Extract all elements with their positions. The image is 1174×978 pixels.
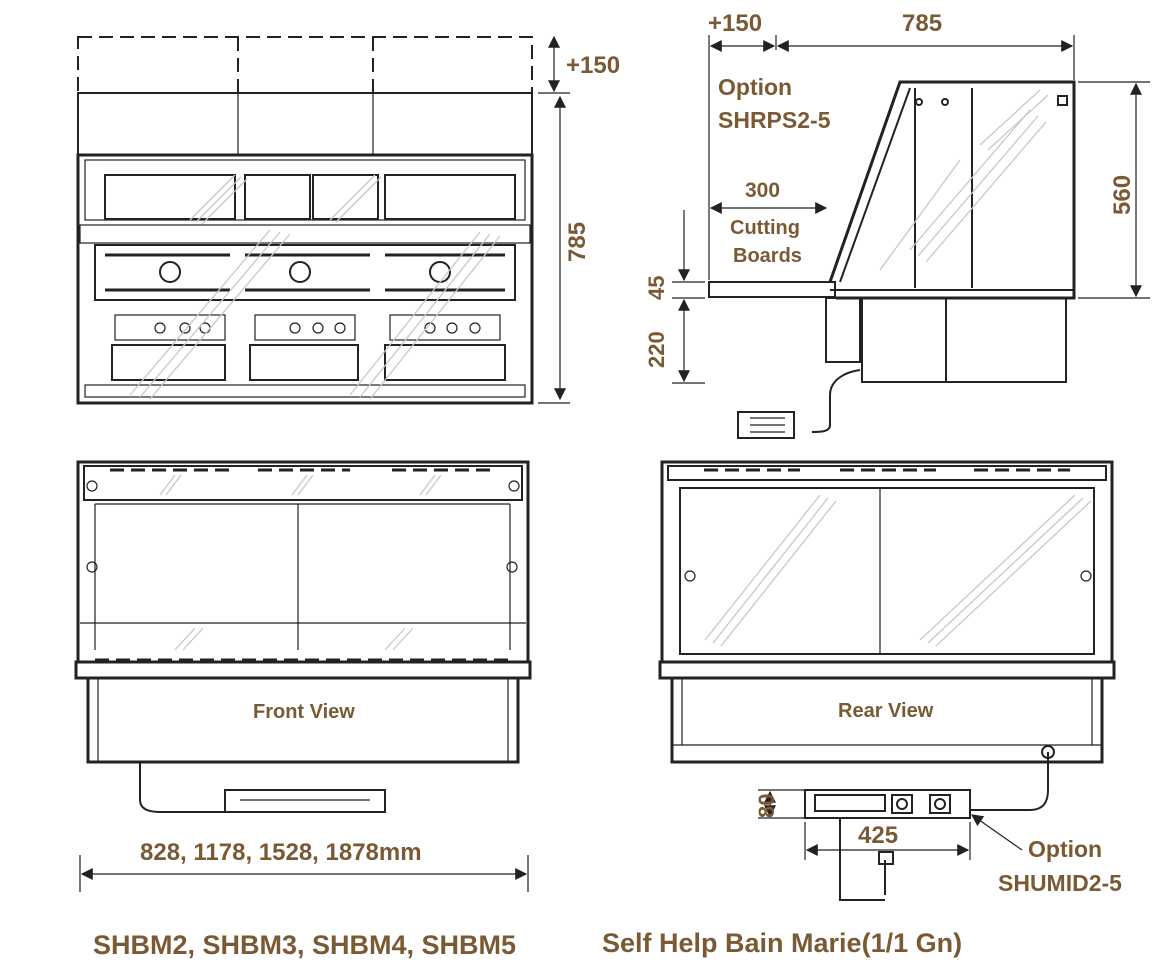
option-shumid-code: SHUMID2-5 xyxy=(998,870,1122,896)
side-dim-depth: 785 xyxy=(902,10,942,37)
front-dim-widths: 828, 1178, 1528, 1878mm xyxy=(140,839,422,866)
top-dim-depth: 785 xyxy=(564,222,591,262)
side-dim-extension: +150 xyxy=(708,10,762,37)
model-codes: SHBM2, SHBM3, SHBM4, SHBM5 xyxy=(93,930,517,960)
top-view: +150 785 xyxy=(76,35,620,405)
rear-dim-80: 80 xyxy=(754,794,779,818)
cutting-board-label-1: Cutting xyxy=(730,217,800,239)
rear-view: Rear View 80 425 Option SHUMID2-5 xyxy=(658,460,1122,901)
cutting-board-label-2: Boards xyxy=(733,245,802,267)
front-view: Front View 828, 1178, 1528, 1878mm xyxy=(74,460,532,892)
top-dim-extension: +150 xyxy=(566,52,620,79)
product-title: Self Help Bain Marie(1/1 Gn) xyxy=(602,928,963,958)
cutting-board-dim: 300 xyxy=(745,179,780,202)
side-dim-45: 45 xyxy=(644,276,669,300)
option-shrps-code: SHRPS2-5 xyxy=(718,107,831,133)
side-view: +150 785 Option SHRPS2-5 300 Cutting Boa… xyxy=(644,10,1150,439)
rear-view-label: Rear View xyxy=(838,700,934,722)
side-dim-220: 220 xyxy=(644,331,669,368)
side-dim-height: 560 xyxy=(1109,175,1136,215)
option-shrps-label: Option xyxy=(718,74,792,100)
option-shumid-label: Option xyxy=(1028,836,1102,862)
front-view-label: Front View xyxy=(253,701,355,723)
rear-dim-425: 425 xyxy=(858,822,898,849)
